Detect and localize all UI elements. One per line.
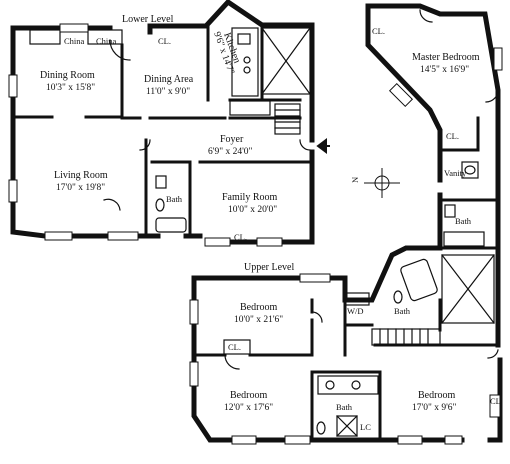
compass-icon: [364, 168, 400, 198]
bath-lower-label: Bath: [166, 194, 183, 204]
dining-room-dimensions: 10'3" x 15'8": [46, 83, 95, 93]
upper-level-walls: [191, 245, 503, 443]
lower-level-title: Lower Level: [122, 14, 174, 25]
closet-label-master-side: CL.: [446, 131, 459, 141]
bath-upper-mid-label: Bath: [394, 306, 411, 316]
foyer-dimensions: 6'9" x 24'0": [208, 147, 253, 157]
china-label-right: China: [96, 36, 117, 46]
closet-label-lower: CL.: [158, 36, 171, 46]
master-bedroom-dimensions: 14'5" x 16'9": [420, 65, 469, 75]
living-room-dimensions: 17'0" x 19'8": [56, 183, 105, 193]
compass-north-label: N: [350, 177, 360, 183]
bedroom-1-name: Bedroom: [240, 302, 277, 313]
dining-area-name: Dining Area: [144, 74, 194, 85]
master-wing-windows: [388, 47, 503, 108]
bedroom-1-dimensions: 10'0" x 21'6": [234, 315, 283, 325]
family-room-name: Family Room: [222, 192, 278, 203]
vanity-label: Vanity: [444, 168, 467, 178]
lower-level-windows: [8, 23, 283, 247]
bedroom-2-name: Bedroom: [230, 390, 267, 401]
lower-level-inner-walls: [11, 23, 314, 238]
linen-closet-label: LC: [360, 422, 371, 432]
master-wing-fixtures: [419, 9, 499, 359]
bedroom-3-name: Bedroom: [418, 390, 455, 401]
entrance-arrow-icon: [316, 138, 330, 154]
master-bedroom-name: Master Bedroom: [412, 52, 480, 63]
upper-level-windows: [189, 273, 501, 445]
washer-dryer-label: W/D: [347, 306, 364, 316]
bedroom-3-dimensions: 17'0" x 9'6": [412, 403, 457, 413]
bath-master-label: Bath: [455, 216, 472, 226]
closet-label-family: CL.: [234, 232, 247, 242]
family-room-dimensions: 10'0" x 20'0": [228, 205, 277, 215]
china-label-left: China: [64, 36, 85, 46]
bedroom-2-dimensions: 12'0" x 17'6": [224, 403, 273, 413]
master-wing-inner: [438, 116, 500, 250]
closet-label-bedroom-1: CL.: [228, 342, 241, 352]
upper-level-title: Upper Level: [244, 262, 294, 273]
lower-level-fixtures: [29, 27, 311, 233]
master-wing-walls: [365, 3, 501, 348]
living-room-name: Living Room: [54, 170, 108, 181]
bath-upper-label: Bath: [336, 402, 353, 412]
closet-label-master-top: CL.: [372, 26, 385, 36]
dining-area-dimensions: 11'0" x 9'0": [146, 87, 190, 97]
upper-level-fixtures: [223, 258, 441, 437]
foyer-name: Foyer: [220, 134, 244, 145]
dining-room-name: Dining Room: [40, 70, 95, 81]
closet-label-bedroom-3: CL: [490, 396, 501, 406]
